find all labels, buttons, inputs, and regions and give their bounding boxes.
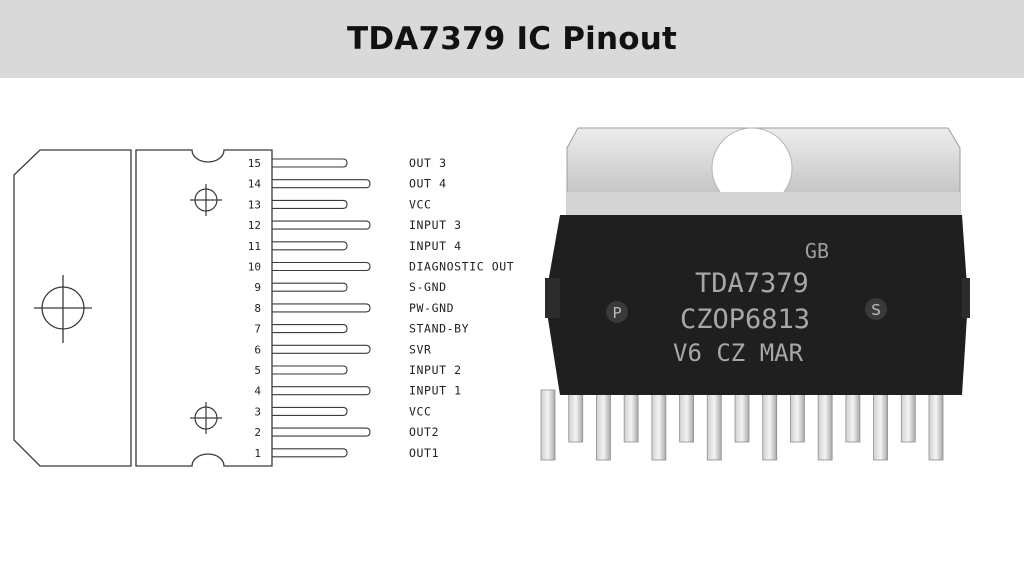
pin-row: 14 OUT 4: [248, 177, 447, 191]
logo-marker: [865, 298, 887, 320]
title-bar: TDA7379 IC Pinout: [0, 0, 1024, 78]
pin-row: 15 OUT 3: [248, 156, 447, 170]
pin-label: S-GND: [409, 280, 447, 294]
pin-number: 14: [248, 178, 262, 191]
pin-lead: [272, 261, 371, 272]
pin-lead: [272, 179, 371, 189]
mounting-hole-top: [190, 184, 222, 216]
pin-lead: [272, 448, 348, 458]
pin-one-marker: [606, 301, 628, 323]
pin-number: 1: [254, 447, 261, 460]
pin-label: DIAGNOSTIC OUT: [409, 260, 514, 274]
pin-label: OUT1: [409, 446, 439, 460]
pin-lead: [272, 303, 371, 313]
pin-label: INPUT 1: [409, 384, 462, 398]
pin-one-mark: P: [612, 304, 621, 322]
pin-lead: [272, 386, 371, 396]
pin-row: 4 INPUT 1: [254, 384, 461, 398]
pin-label: INPUT 2: [409, 363, 462, 377]
pin-number: 2: [254, 426, 261, 439]
page-title: TDA7379 IC Pinout: [346, 21, 678, 57]
pin-lead: [272, 282, 348, 292]
pin-row: 7 STAND-BY: [254, 322, 469, 336]
pin-lead: [272, 427, 371, 437]
pin-label: OUT 3: [409, 156, 447, 170]
pin-label: STAND-BY: [409, 322, 469, 336]
chip-marking-line3: CZOP6813: [680, 304, 810, 335]
chip-leg: [817, 389, 833, 461]
pin-number: 3: [254, 405, 261, 418]
pin-lead: [272, 220, 371, 230]
pin-row: 1 OUT1: [254, 446, 439, 460]
chip-leg: [873, 389, 888, 461]
pin-row: 10 DIAGNOSTIC OUT: [248, 260, 514, 274]
pin-number: 15: [248, 157, 261, 170]
pin-row: 11 INPUT 4: [248, 239, 462, 253]
pin-lead: [272, 365, 348, 375]
pin-lead: [272, 158, 348, 168]
chip-leg: [540, 389, 556, 461]
package-outline: [13, 149, 273, 467]
pin-number: 6: [254, 343, 261, 356]
pin-row: 3 VCC: [254, 404, 431, 418]
chip-leg: [928, 389, 944, 461]
pin-number: 12: [248, 219, 261, 232]
chip-marking-line2: TDA7379: [695, 268, 809, 299]
pin-lead: [272, 199, 348, 209]
chip-marking-line1: GB: [805, 239, 829, 263]
mounting-hole-large: [34, 275, 92, 343]
pin-label: INPUT 4: [409, 239, 462, 253]
chip-leg: [596, 389, 611, 461]
pin-row: 12 INPUT 3: [248, 218, 462, 232]
pin-number: 5: [254, 364, 261, 377]
chip-photo: P S GB TDA7379 CZOP6813 V6 CZ MAR: [540, 127, 970, 461]
chip-leg: [651, 389, 667, 461]
pin-row: 6 SVR: [254, 342, 431, 356]
pin-label: VCC: [409, 197, 432, 211]
chip-leg: [790, 389, 805, 443]
pin-row: 2 OUT2: [254, 425, 439, 439]
pin-label: OUT2: [409, 425, 439, 439]
pin-label: VCC: [409, 404, 432, 418]
pin-lead: [272, 241, 348, 251]
chip-leg: [734, 389, 750, 443]
heatsink-tab-outline: [13, 149, 132, 467]
chip-epoxy-body: [545, 215, 968, 395]
chip-leg: [762, 389, 778, 461]
ic-body-outline: [135, 149, 273, 467]
pin-label: OUT 4: [409, 177, 447, 191]
pin-label: PW-GND: [409, 301, 454, 315]
chip-leg: [568, 389, 584, 443]
chip-legs: [540, 389, 944, 461]
pin-row: 8 PW-GND: [254, 301, 454, 315]
chip-leg: [623, 389, 639, 443]
chip-leg: [845, 389, 861, 443]
chip-leg: [706, 389, 722, 461]
pin-number: 9: [254, 281, 261, 294]
pin-label: SVR: [409, 342, 432, 356]
pin-number: 4: [254, 385, 261, 398]
mounting-hole-bottom: [190, 402, 222, 434]
chip-leg: [679, 389, 694, 443]
chip-leg: [900, 389, 916, 443]
pin-lead: [272, 344, 371, 354]
pin-row: 13 VCC: [248, 197, 432, 211]
pin-row: 9 S-GND: [254, 280, 446, 294]
pin-number: 13: [248, 198, 261, 211]
pin-lead: [272, 406, 348, 416]
logo-mark: S: [871, 301, 881, 319]
pin-label: INPUT 3: [409, 218, 462, 232]
pin-lead: [272, 324, 348, 334]
pin-row: 5 INPUT 2: [254, 363, 461, 377]
pin-number: 10: [248, 261, 261, 274]
pin-number: 11: [248, 240, 261, 253]
pin-number: 7: [254, 323, 261, 336]
chip-marking-line4: V6 CZ MAR: [673, 339, 804, 367]
pin-number: 8: [254, 302, 261, 315]
